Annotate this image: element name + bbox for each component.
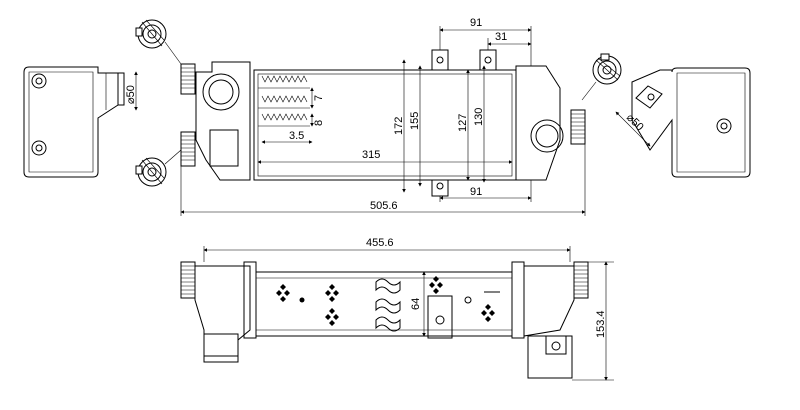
dim-455-6: 455.6 (366, 237, 394, 249)
right-diameter-dimension: ⌀50 (615, 111, 651, 147)
dim-3-5: 3.5 (289, 130, 304, 142)
top-view-dimensions: 91 31 172 155 127 130 7 8 3.5 315 91 (180, 17, 586, 216)
dim-phi50-left: ⌀50 (125, 85, 137, 104)
dim-8: 8 (313, 120, 325, 126)
dim-315: 315 (362, 149, 380, 161)
dim-91-top: 91 (470, 17, 482, 29)
dim-127: 127 (457, 114, 469, 132)
hole-pattern-2 (325, 284, 339, 302)
bottom-view-body (180, 261, 589, 379)
hole-pattern-1 (276, 284, 290, 302)
dim-172: 172 (393, 117, 405, 135)
hole-pattern-5 (481, 304, 495, 322)
hole-pattern-3 (325, 308, 339, 326)
dim-91-bottom: 91 (470, 186, 482, 198)
dim-155: 155 (409, 112, 421, 130)
dim-64: 64 (410, 298, 422, 310)
right-duct-end (631, 67, 751, 178)
dim-31: 31 (495, 31, 507, 43)
left-duct-end (23, 66, 125, 178)
top-view-core (180, 49, 586, 197)
dim-phi50-right: ⌀50 (624, 112, 646, 134)
hole-pattern-4 (429, 276, 443, 294)
left-diameter-dimension: ⌀50 (125, 71, 138, 111)
dim-153-4: 153.4 (595, 310, 607, 338)
dim-505-6: 505.6 (370, 200, 398, 212)
dim-7: 7 (313, 95, 325, 101)
clamp-top-left (135, 19, 167, 49)
clamp-bottom-left (135, 157, 167, 187)
mounting-hole-patterns (276, 276, 495, 326)
dim-130: 130 (473, 108, 485, 126)
bottom-view-dimensions: 455.6 64 153.4 (203, 237, 614, 381)
clamp-top-right (592, 53, 622, 85)
